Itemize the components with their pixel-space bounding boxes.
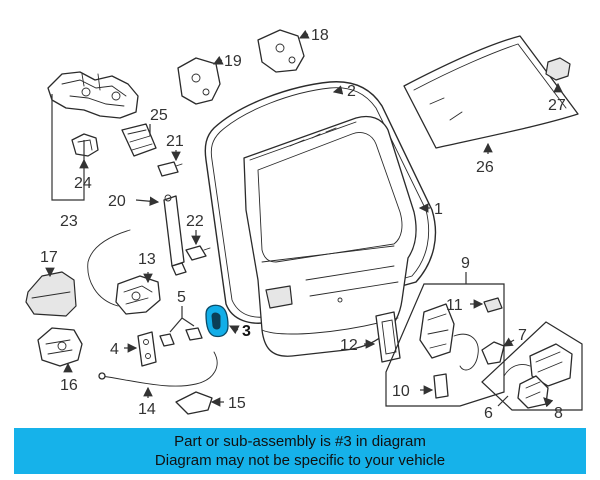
callout-17: 17 bbox=[40, 249, 58, 266]
part-handle-15[interactable] bbox=[175, 391, 213, 415]
part-bracket-25[interactable] bbox=[121, 123, 157, 157]
callout-15: 15 bbox=[228, 395, 246, 412]
callout-6: 6 bbox=[484, 405, 493, 422]
part-striker-4[interactable] bbox=[137, 331, 157, 367]
leader-20 bbox=[135, 196, 160, 207]
part-clip-27[interactable] bbox=[545, 57, 571, 81]
callout-14: 14 bbox=[138, 401, 156, 418]
callout-4: 4 bbox=[110, 341, 119, 358]
leader-6 bbox=[497, 395, 509, 407]
leader-2 bbox=[332, 85, 344, 95]
callout-10: 10 bbox=[392, 383, 410, 400]
part-glass-26[interactable] bbox=[403, 35, 579, 149]
part-hinge-18[interactable] bbox=[257, 29, 305, 73]
leader-8 bbox=[543, 397, 554, 408]
callout-13: 13 bbox=[138, 251, 156, 268]
leader-18 bbox=[298, 29, 310, 39]
part-latch-wiring-13[interactable] bbox=[87, 229, 161, 315]
callout-11: 11 bbox=[446, 297, 463, 314]
part-bolt-21[interactable] bbox=[157, 161, 183, 177]
callout-2: 2 bbox=[347, 83, 356, 100]
banner-line-1: Part or sub-assembly is #3 in diagram bbox=[174, 433, 426, 450]
leader-3 bbox=[228, 325, 240, 335]
leader-5 bbox=[169, 306, 195, 333]
callout-20: 20 bbox=[108, 193, 126, 210]
callout-3: 3 bbox=[242, 323, 251, 340]
callout-26: 26 bbox=[476, 159, 494, 176]
exploded-parts-diagram: 1 2 3 4 5 6 7 8 9 10 11 12 13 14 15 16 1… bbox=[25, 27, 583, 422]
info-banner: Part or sub-assembly is #3 in diagram Di… bbox=[14, 428, 586, 474]
part-bolt-22[interactable] bbox=[185, 245, 211, 261]
part-group-9-latch[interactable] bbox=[385, 283, 505, 407]
callout-18: 18 bbox=[311, 27, 329, 44]
leader-19 bbox=[212, 55, 224, 65]
part-bumper-3-highlighted[interactable] bbox=[205, 304, 229, 338]
leader-23-bracket bbox=[51, 94, 85, 201]
part-weatherstrip-2[interactable] bbox=[204, 81, 437, 324]
callout-21: 21 bbox=[166, 133, 184, 150]
part-group-6-actuator[interactable] bbox=[481, 321, 583, 411]
callout-25: 25 bbox=[150, 107, 168, 124]
banner-line-2: Diagram may not be specific to your vehi… bbox=[154, 452, 446, 469]
part-cable-14[interactable] bbox=[98, 351, 218, 387]
callout-1: 1 bbox=[434, 201, 443, 218]
part-liftgate-1[interactable] bbox=[243, 115, 417, 357]
part-hinge-bracket-assembly[interactable] bbox=[47, 71, 139, 119]
part-clip-24[interactable] bbox=[71, 133, 99, 157]
callout-24: 24 bbox=[74, 175, 92, 192]
callout-16: 16 bbox=[60, 377, 78, 394]
callout-12: 12 bbox=[340, 337, 358, 354]
callout-9: 9 bbox=[461, 255, 470, 272]
callout-8: 8 bbox=[554, 405, 563, 422]
part-lamp-12[interactable] bbox=[375, 311, 401, 363]
callout-23: 23 bbox=[60, 213, 78, 230]
part-bolts-5[interactable] bbox=[159, 327, 203, 347]
callout-27: 27 bbox=[548, 97, 566, 114]
part-gas-strut-20[interactable] bbox=[163, 194, 187, 276]
part-cover-17[interactable] bbox=[25, 271, 77, 317]
leader-7 bbox=[502, 337, 515, 347]
part-bracket-7[interactable] bbox=[481, 341, 505, 365]
part-lock-16[interactable] bbox=[37, 327, 83, 367]
callout-7: 7 bbox=[518, 327, 527, 344]
part-hinge-19[interactable] bbox=[177, 57, 221, 105]
callout-19: 19 bbox=[224, 53, 242, 70]
callout-22: 22 bbox=[186, 213, 204, 230]
callout-5: 5 bbox=[177, 289, 186, 306]
